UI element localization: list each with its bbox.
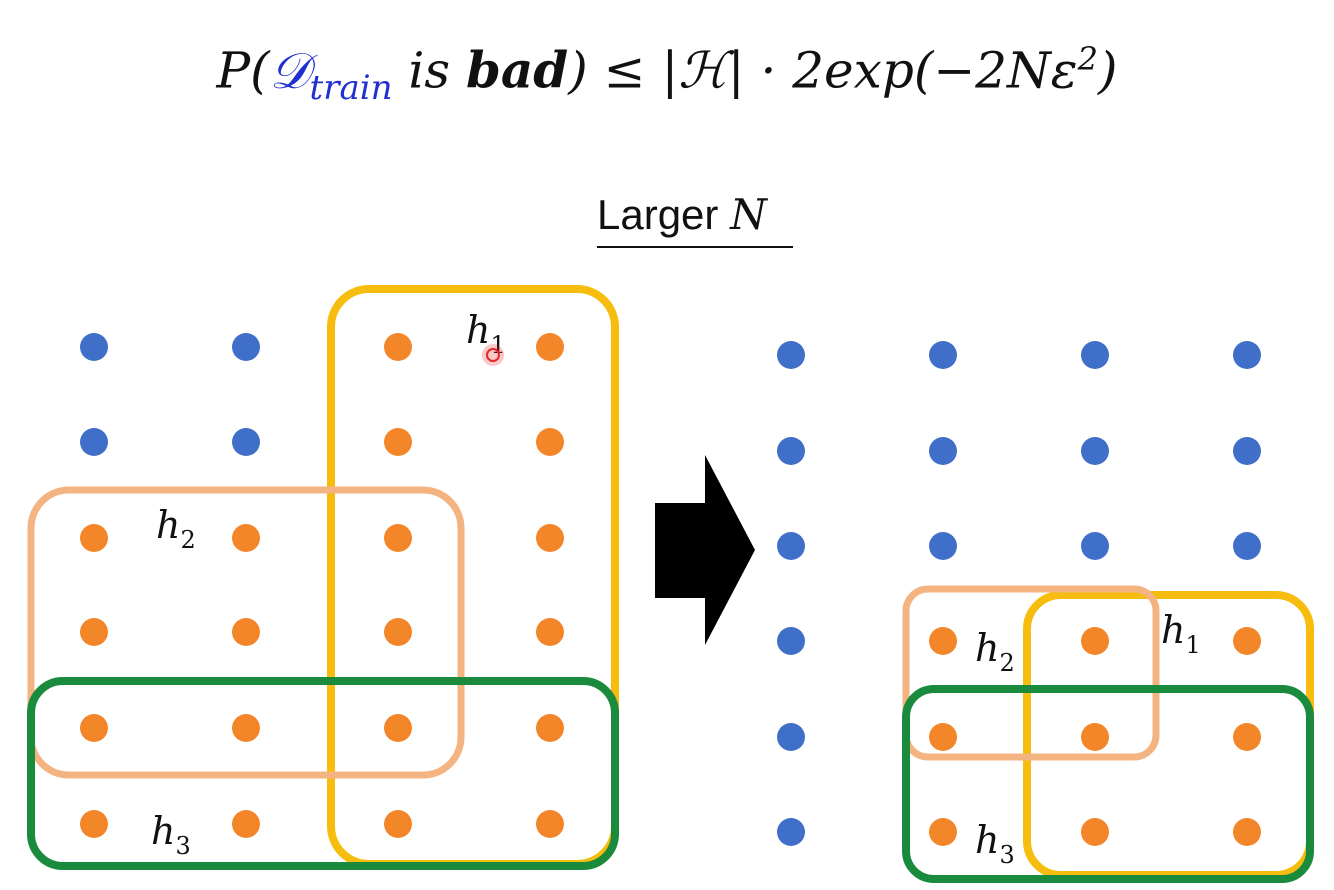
bad-data-point xyxy=(536,618,564,646)
formula-close: ) xyxy=(1098,41,1118,100)
h2-label-left: h2 xyxy=(156,503,196,554)
formula-dataset-symbol: 𝒟 xyxy=(269,41,310,100)
h3-label-right: h3 xyxy=(975,818,1015,869)
right-arrow-icon xyxy=(655,455,755,645)
heading-variable: N xyxy=(730,190,767,239)
left-data-points xyxy=(80,333,564,838)
left-panel: h1 h2 h3 xyxy=(27,285,619,870)
h2-region-right xyxy=(902,585,1160,761)
good-data-point xyxy=(1233,437,1261,465)
good-data-point xyxy=(232,333,260,361)
good-data-point xyxy=(777,532,805,560)
heading-underline xyxy=(597,246,793,248)
good-data-point xyxy=(1081,532,1109,560)
bad-data-point xyxy=(232,810,260,838)
bound-formula: P(𝒟train is bad) ≤ |ℋ| · 2exp(−2Nε2) xyxy=(0,40,1334,108)
h3-label-left: h3 xyxy=(151,809,191,860)
bad-data-point xyxy=(1233,627,1261,655)
cursor-dot-icon xyxy=(482,344,504,366)
good-data-point xyxy=(929,532,957,560)
h2-region-left xyxy=(27,486,465,779)
h1-label-right: h1 xyxy=(1161,608,1201,659)
bad-data-point xyxy=(384,428,412,456)
bad-data-point xyxy=(384,810,412,838)
bad-data-point xyxy=(536,428,564,456)
right-data-points xyxy=(777,341,1261,846)
bad-data-point xyxy=(536,714,564,742)
bad-data-point xyxy=(536,333,564,361)
bad-data-point xyxy=(80,714,108,742)
good-data-point xyxy=(777,341,805,369)
good-data-point xyxy=(1233,532,1261,560)
bad-data-point xyxy=(80,524,108,552)
formula-prob-open: P( xyxy=(216,41,270,100)
formula-exponent: 2 xyxy=(1077,40,1098,78)
bad-data-point xyxy=(1081,627,1109,655)
h1-label-left: h1 xyxy=(466,308,506,359)
good-data-point xyxy=(1081,437,1109,465)
formula-dataset: 𝒟train xyxy=(269,41,393,108)
good-data-point xyxy=(929,437,957,465)
bad-data-point xyxy=(929,818,957,846)
good-data-point xyxy=(232,428,260,456)
good-data-point xyxy=(777,723,805,751)
h2-label-right: h2 xyxy=(975,626,1015,677)
bad-data-point xyxy=(1081,818,1109,846)
formula-rest: ) ≤ |ℋ| · 2exp(−2Nε xyxy=(568,41,1078,100)
bad-data-point xyxy=(1233,818,1261,846)
section-heading: Larger N xyxy=(597,190,767,239)
good-data-point xyxy=(777,818,805,846)
good-data-point xyxy=(929,341,957,369)
bad-data-point xyxy=(384,714,412,742)
bad-data-point xyxy=(232,618,260,646)
good-data-point xyxy=(777,627,805,655)
right-panel: h1 h2 h3 xyxy=(777,341,1314,883)
formula-bad: bad xyxy=(465,40,569,100)
formula-is: is xyxy=(392,41,466,100)
bad-data-point xyxy=(384,618,412,646)
h3-region-right xyxy=(902,685,1314,883)
good-data-point xyxy=(80,428,108,456)
good-data-point xyxy=(1233,341,1261,369)
bad-data-point xyxy=(232,714,260,742)
bad-data-point xyxy=(929,627,957,655)
formula-dataset-subscript: train xyxy=(309,67,393,108)
bad-data-point xyxy=(536,524,564,552)
bad-data-point xyxy=(80,810,108,838)
bad-data-point xyxy=(384,333,412,361)
bad-data-point xyxy=(232,524,260,552)
h3-region-left xyxy=(27,677,619,870)
bad-data-point xyxy=(80,618,108,646)
good-data-point xyxy=(80,333,108,361)
bad-data-point xyxy=(536,810,564,838)
bad-data-point xyxy=(929,723,957,751)
good-data-point xyxy=(777,437,805,465)
bad-data-point xyxy=(1081,723,1109,751)
good-data-point xyxy=(1081,341,1109,369)
bad-data-point xyxy=(384,524,412,552)
bad-data-point xyxy=(1233,723,1261,751)
heading-text: Larger xyxy=(597,191,731,238)
